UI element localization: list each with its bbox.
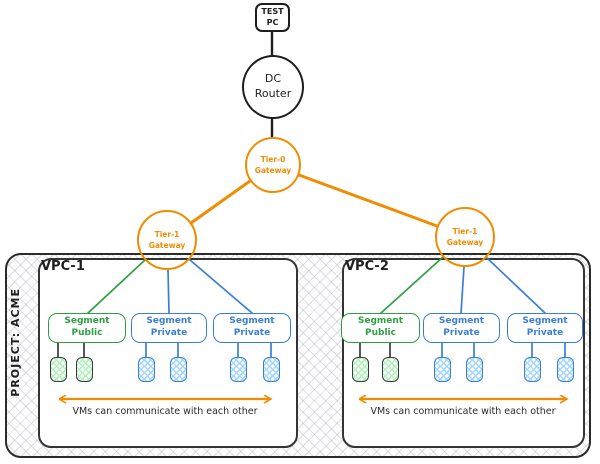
tier0-gateway-node: Tier-0 Gateway <box>245 137 301 193</box>
link-tier0-tier1-left <box>189 179 252 225</box>
vpc1-segment-public: Segment Public <box>48 313 126 343</box>
tier1-gateway-left-node: Tier-1 Gateway <box>137 210 197 270</box>
vpc2-segment-private-1: Segment Private <box>423 313 500 343</box>
vm-public <box>351 357 369 382</box>
vpc1-box <box>38 258 298 448</box>
vpc1-label: VPC-1 <box>41 259 85 274</box>
vpc2-box <box>342 258 585 448</box>
project-label: PROJECT: ACME <box>9 288 22 397</box>
vm-private <box>229 357 247 382</box>
test-pc-node: TEST PC <box>255 3 290 32</box>
dc-router-node: DC Router <box>242 55 304 119</box>
vm-public <box>381 357 399 382</box>
vpc2-segment-private-2: Segment Private <box>507 313 583 343</box>
link-tier0-tier1-right <box>297 173 439 228</box>
vm-private <box>169 357 187 382</box>
vpc1-segment-private-1: Segment Private <box>131 313 207 343</box>
vpc1-segment-private-2: Segment Private <box>213 313 291 343</box>
vm-private <box>523 357 541 382</box>
vm-private <box>556 357 574 382</box>
vm-private <box>465 357 483 382</box>
tier1-gateway-right-node: Tier-1 Gateway <box>435 207 495 267</box>
vm-private <box>262 357 280 382</box>
vm-public <box>49 357 67 382</box>
vm-public <box>75 357 93 382</box>
vpc2-segment-public: Segment Public <box>341 313 420 343</box>
vpc2-communication-caption: VMs can communicate with each other <box>370 406 556 417</box>
vpc2-label: VPC-2 <box>345 259 389 274</box>
vm-private <box>433 357 451 382</box>
vpc1-communication-caption: VMs can communicate with each other <box>72 406 258 417</box>
vm-private <box>137 357 155 382</box>
